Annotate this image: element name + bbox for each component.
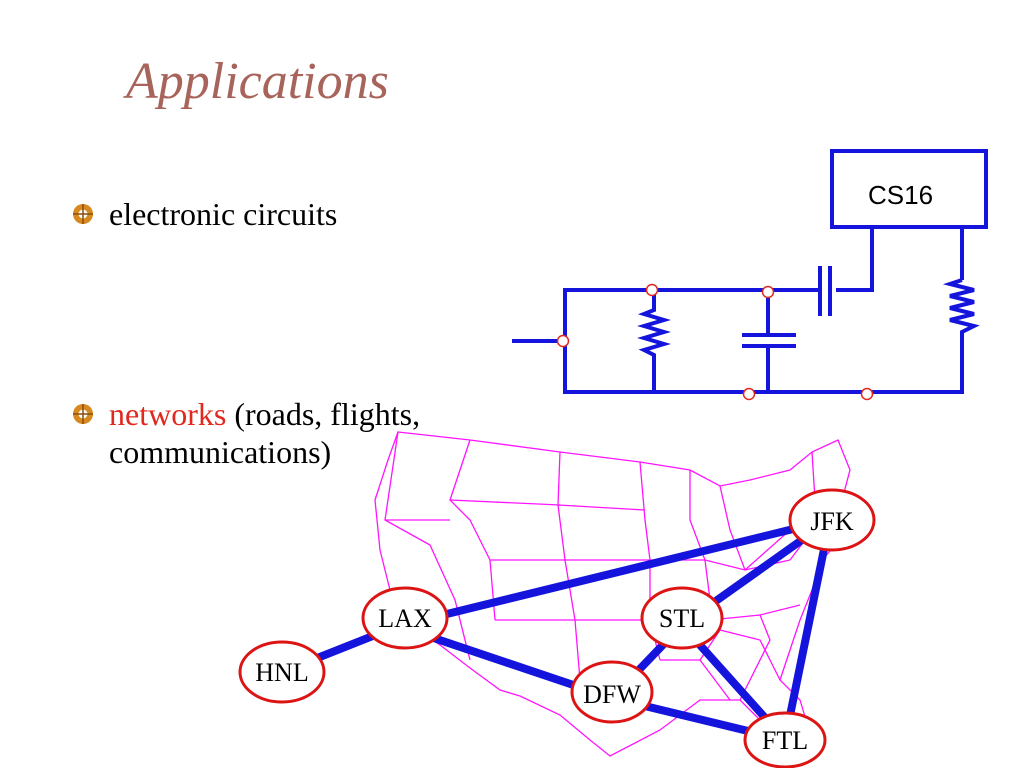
route-lax-jfk [394,516,834,630]
airport-lax: LAX [361,586,449,650]
airport-label: LAX [378,604,432,633]
airport-ftl: FTL [743,711,827,768]
networks-rest-line2: communications) [109,434,332,470]
junction-dot [860,387,874,401]
junction-dot [556,334,570,348]
bullet-icon [73,204,93,224]
flight-routes [278,516,834,744]
bullet-text: electronic circuits [109,196,338,232]
route-dfw-stl [608,621,686,702]
airport-label: HNL [255,658,308,687]
route-jfk-ftl [781,516,834,744]
bullet-networks: networks (roads, flights, communications… [73,395,421,471]
airport-label: STL [659,604,705,633]
networks-rest-line1: (roads, flights, [226,396,421,432]
route-hnl-lax [278,622,402,676]
junction-dot [761,285,775,299]
airport-label: JFK [810,507,854,536]
chip-cs16: CS16 [830,149,988,229]
slide-title: Applications [126,53,389,110]
airport-dfw: DFW [570,660,654,724]
route-stl-jfk [678,516,834,629]
route-dfw-ftl [608,694,789,744]
junction-dot [645,283,659,297]
airport-label: FTL [762,726,808,755]
bullet-electronic-circuits: electronic circuits [73,195,338,233]
airport-hnl: HNL [238,640,326,704]
chip-label: CS16 [868,180,933,210]
networks-highlight: networks [109,396,227,432]
airport-jfk: JFK [788,488,876,552]
route-stl-ftl [678,621,789,744]
airport-stl: STL [640,586,724,650]
airport-label: DFW [583,680,641,709]
route-lax-dfw [394,622,616,702]
bullet-icon [73,404,93,424]
junction-dot [742,387,756,401]
us-state-borders [374,431,874,757]
